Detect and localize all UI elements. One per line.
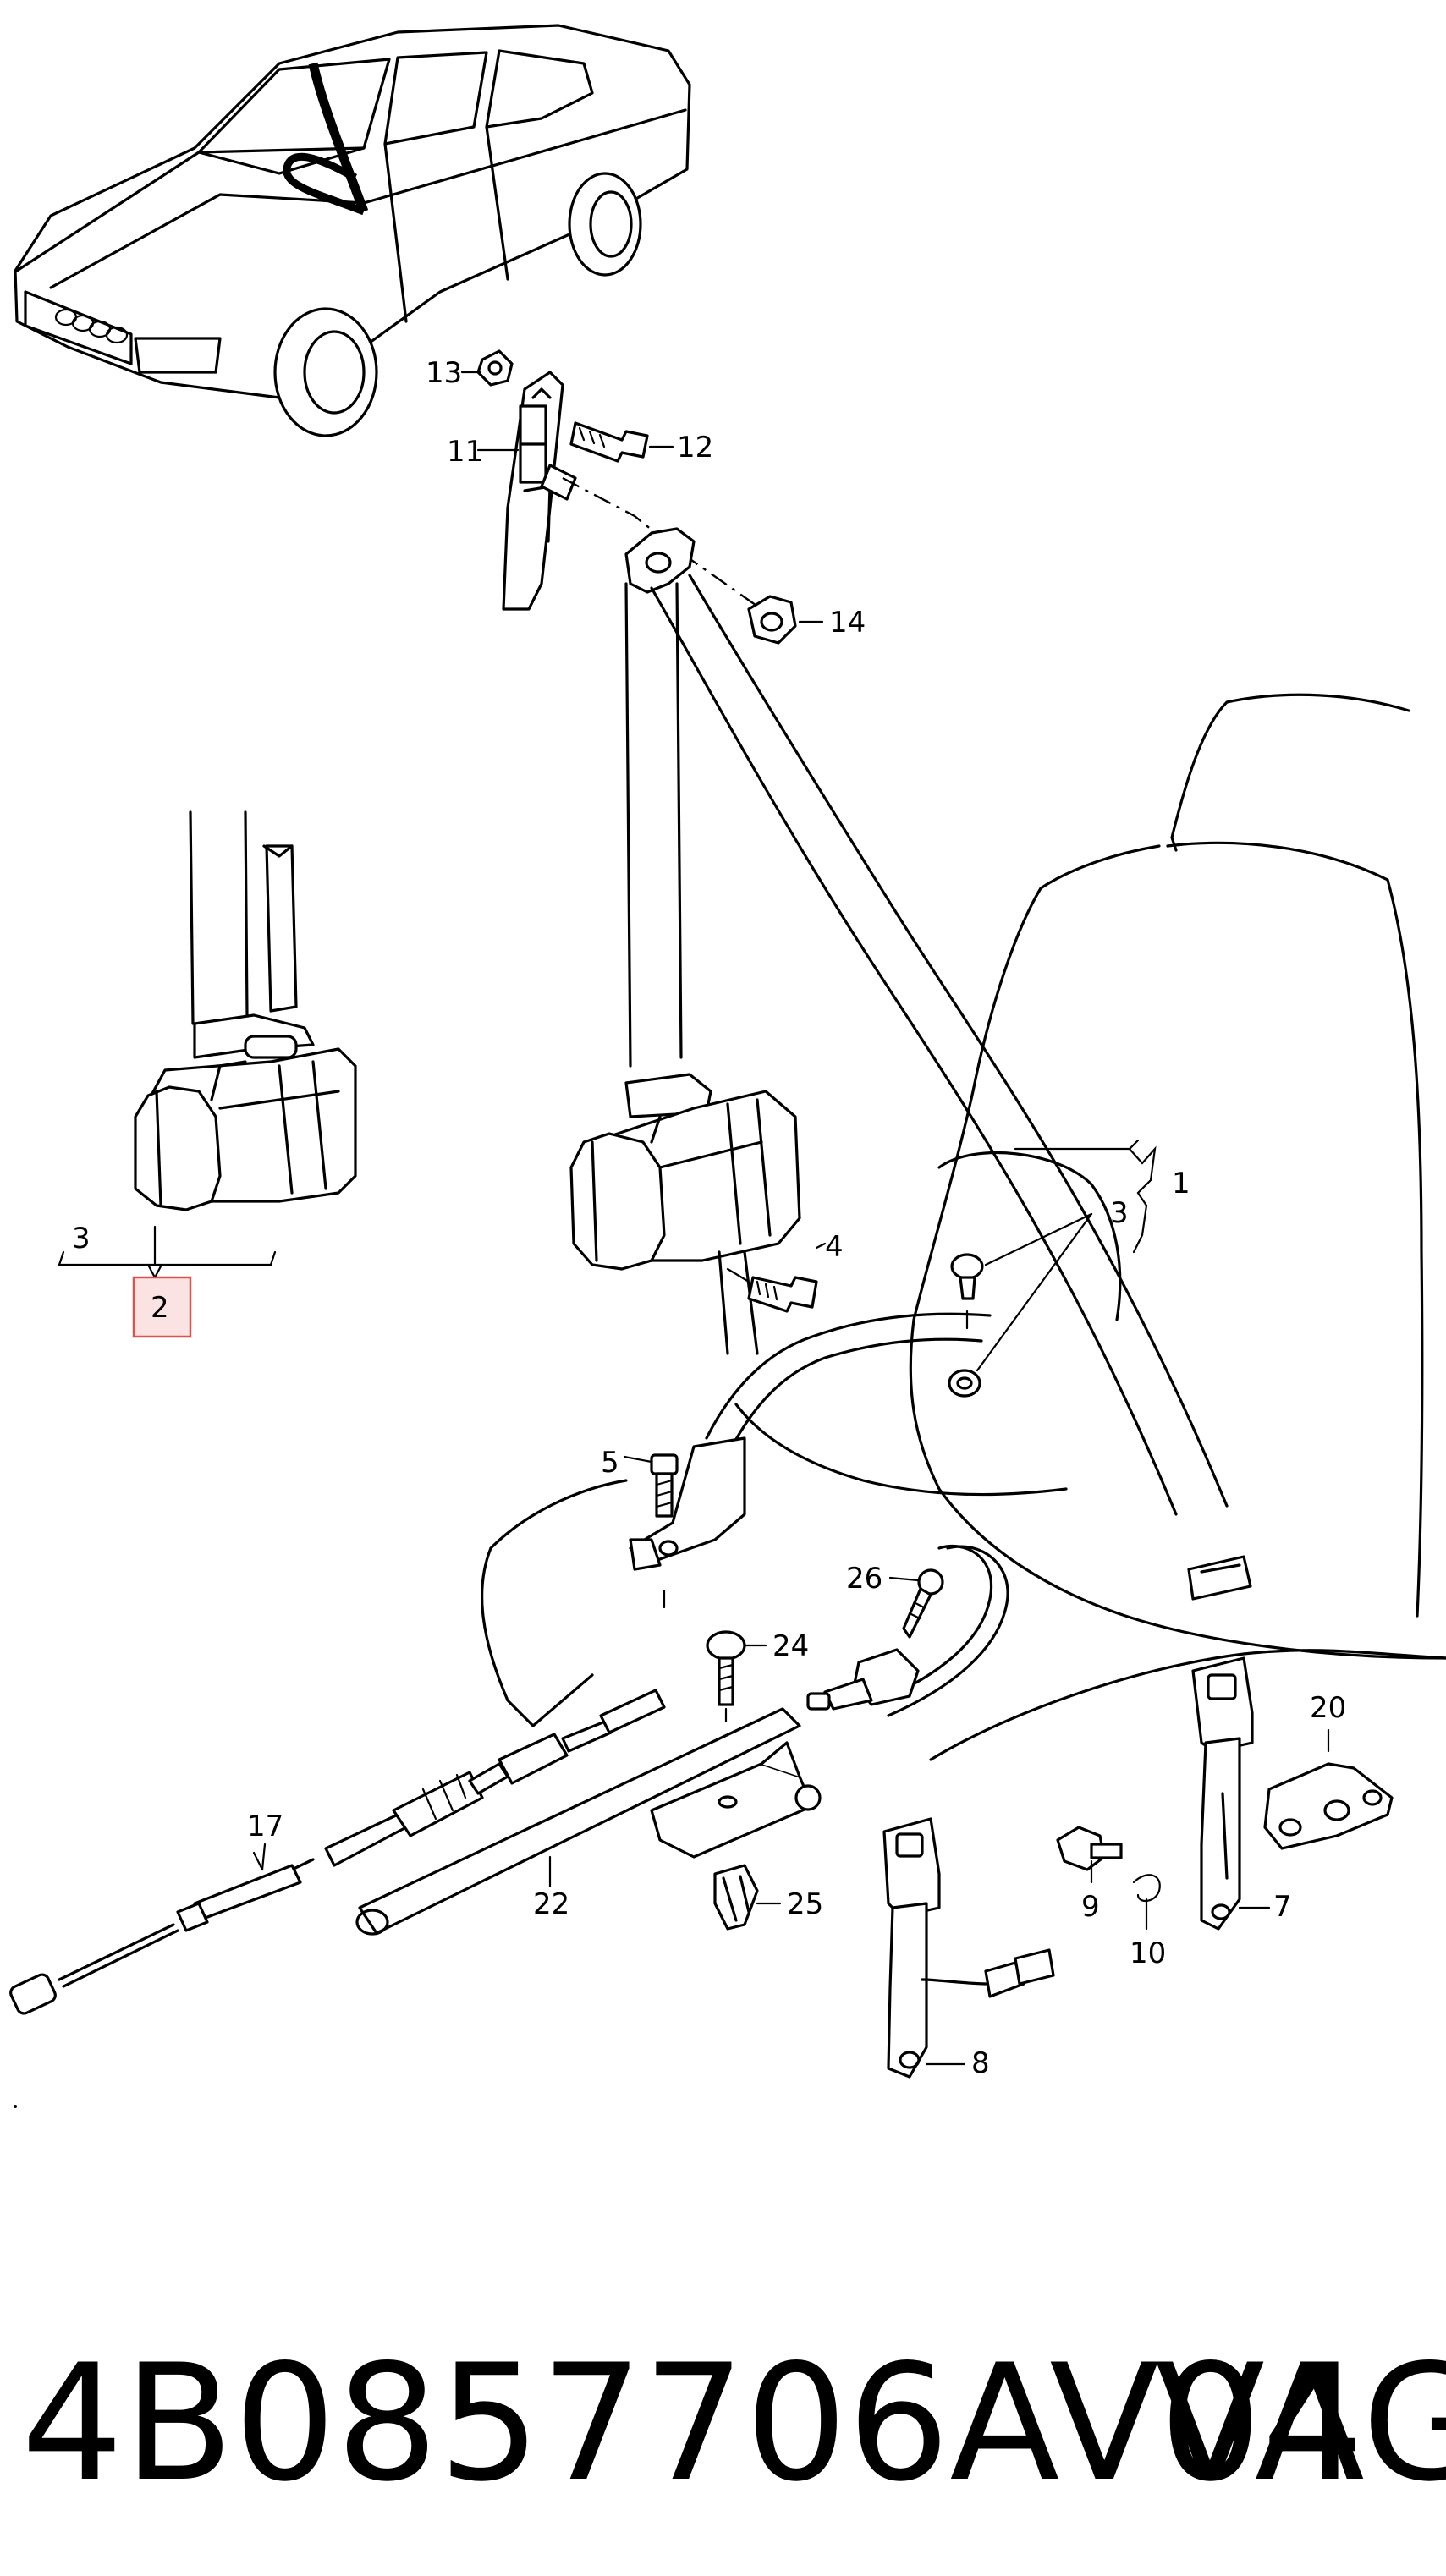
part-label-10: 10: [1130, 1936, 1166, 1970]
wiring-cable-inner: [887, 1545, 1009, 1717]
part-label-25: 25: [787, 1887, 823, 1921]
part-label-5: 5: [601, 1446, 619, 1480]
part-label-17: 17: [247, 1810, 283, 1843]
part-label-26: 26: [846, 1562, 882, 1596]
cable-connector: [806, 1648, 920, 1711]
part-label-24: 24: [772, 1629, 809, 1663]
part-label-12: 12: [677, 431, 713, 464]
part-label-9: 9: [1081, 1890, 1100, 1924]
bracket-20: [1263, 1762, 1394, 1850]
part-label-14: 14: [829, 606, 866, 640]
part-label-2: 2: [151, 1291, 169, 1325]
part-label-13: 13: [426, 356, 462, 390]
part-label-7: 7: [1273, 1890, 1292, 1924]
part-label-1: 1: [1172, 1167, 1190, 1200]
stray-dot: [14, 2105, 17, 2108]
buckle-8: [882, 1817, 1055, 2079]
seat-outline: [480, 693, 1446, 1761]
nut-14: [747, 595, 797, 645]
trim-screws-3: [948, 1253, 984, 1398]
belt-end-guide: [1187, 1555, 1252, 1601]
part-number: 4B0857706AV04: [21, 2330, 1364, 2517]
brand-name: VAG: [1155, 2330, 1446, 2517]
lap-belt: [629, 1312, 992, 1571]
leader-lines: [261, 371, 1330, 2066]
part-labels: 1 2 3 3 4 5 7 8 9 10 11 12 13 14 17 20 2…: [72, 356, 1346, 2080]
part-label-4: 4: [825, 1230, 844, 1264]
screw-24: [706, 1630, 746, 1723]
part-label-3: 3: [1110, 1196, 1129, 1230]
part-label-11: 11: [447, 435, 483, 469]
inset-retractor: [134, 810, 357, 1211]
part-label-20: 20: [1310, 1691, 1346, 1725]
belt-webbing: [624, 574, 1229, 1516]
washer-10: [1132, 1874, 1161, 1902]
highlighted-part-box: [132, 1276, 192, 1338]
mounting-rail-22: [355, 1707, 822, 1936]
belt-guide: [624, 527, 696, 594]
car-illustration: [14, 24, 691, 437]
part-label-22: 22: [533, 1887, 569, 1921]
sensor-cable-17: [9, 1689, 666, 2015]
part-label-3-inset: 3: [72, 1222, 91, 1255]
height-adjuster-assembly: [476, 349, 649, 611]
bolt-5: [650, 1453, 679, 1518]
part-label-8: 8: [971, 2046, 990, 2080]
buckle-7: [1191, 1656, 1254, 1931]
bolt-4: [726, 1267, 818, 1313]
screw-26: [902, 1568, 944, 1639]
clip-25: [713, 1864, 759, 1931]
inset-bracket: [58, 1225, 277, 1280]
bolt-9: [1056, 1826, 1123, 1871]
main-retractor: [569, 1073, 801, 1355]
wiring-cable: [878, 1544, 993, 1702]
